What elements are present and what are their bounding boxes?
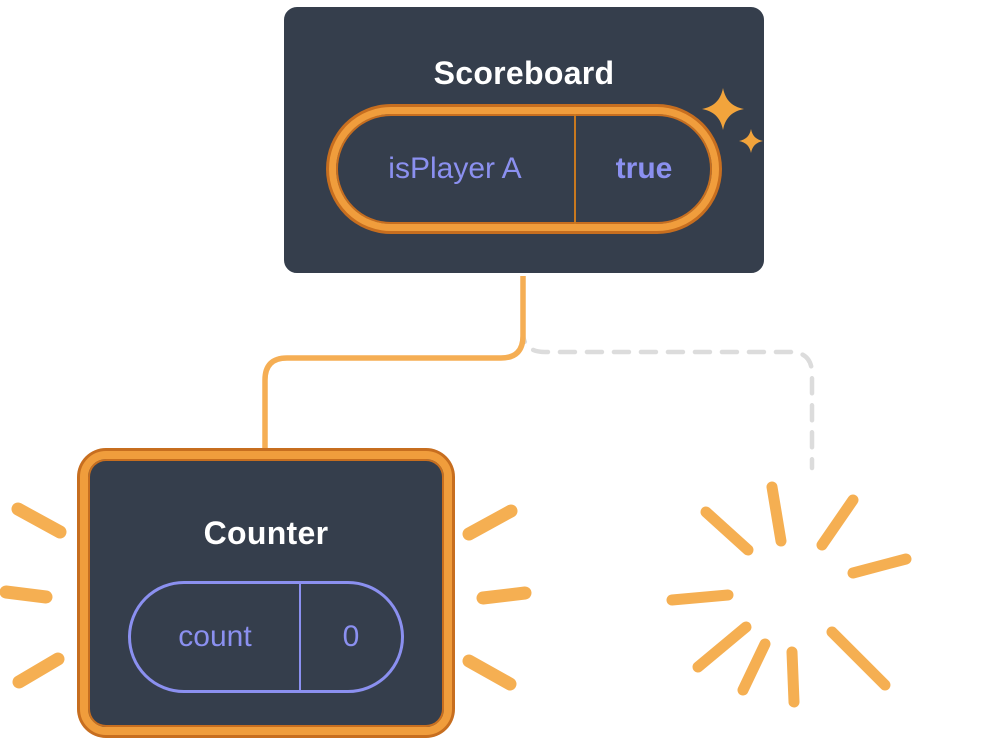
emphasis-rays-left-icon: [0, 502, 67, 689]
state-pill-divider: [299, 584, 301, 690]
scoreboard-state-key: isPlayer A: [388, 152, 522, 185]
burst-rays-icon: [666, 481, 912, 708]
scoreboard-state-value: true: [615, 152, 673, 185]
counter-state-key: count: [178, 620, 252, 653]
scoreboard-card: Scoreboard isPlayer A true: [281, 4, 767, 276]
counter-title: Counter: [203, 515, 329, 551]
emphasis-rays-right-icon: [462, 504, 532, 691]
scoreboard-title: Scoreboard: [433, 55, 615, 91]
counter-card: Counter count 0: [80, 451, 452, 735]
counter-state-pill: count 0: [128, 581, 404, 693]
sparkle-icon-small: [739, 129, 763, 153]
sparkle-icon-large: [702, 88, 744, 130]
counter-state-value: 0: [342, 620, 360, 653]
scoreboard-state-pill: isPlayer A true: [329, 107, 719, 231]
state-pill-divider: [574, 114, 576, 224]
edge-active-solid: [262, 267, 526, 463]
edge-removed-dashed: [520, 297, 815, 471]
